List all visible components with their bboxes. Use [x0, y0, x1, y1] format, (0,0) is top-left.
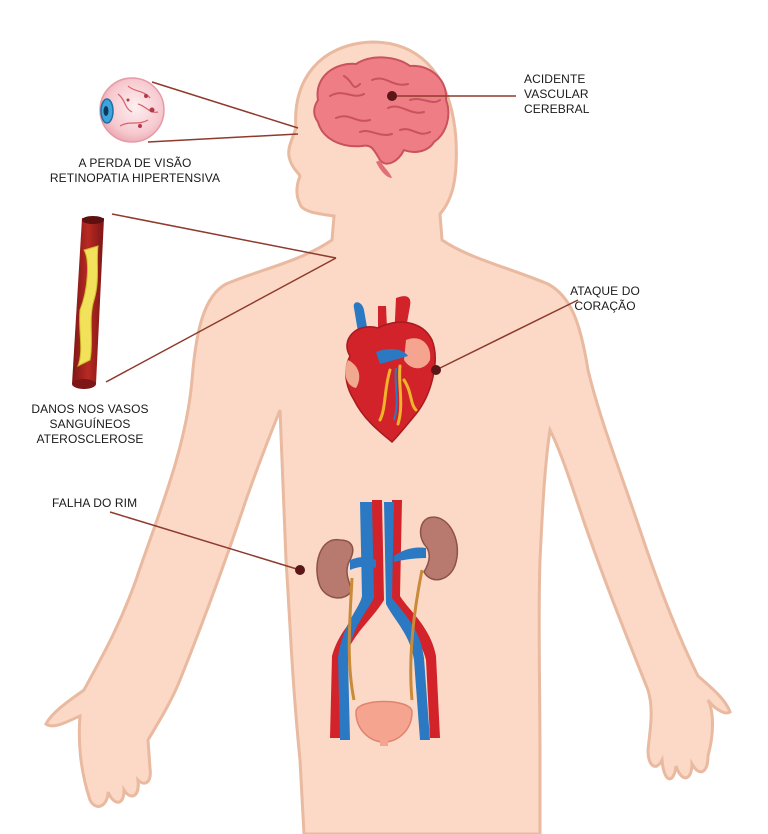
label-heart-line-1: Ataque do [570, 284, 640, 298]
label-stroke-line-3: Cerebral [524, 102, 590, 116]
bladder-icon [355, 700, 413, 746]
label-vessels-line-3: aterosclerose [36, 432, 144, 446]
major-blood-vessels [330, 500, 440, 740]
leader-lines [105, 81, 579, 575]
label-heart-line-2: coração [574, 299, 636, 313]
label-stroke-line-2: Vascular [524, 87, 589, 101]
label-stroke-line-1: Acidente [524, 72, 586, 86]
brain-icon [313, 56, 450, 178]
label-vision-line-2: Retinopatia hipertensiva [49, 171, 221, 185]
label-kidney-failure: Falha do rim [52, 496, 137, 511]
label-stroke: Acidente Vascular Cerebral [524, 72, 590, 117]
label-heart-attack: Ataque do coração [560, 284, 650, 314]
blood-vessel-icon [72, 216, 104, 389]
label-vision-line-1: A perda de visão [78, 156, 192, 170]
eye-icon [99, 77, 165, 143]
label-vessels-line-1: Danos nos vasos [31, 402, 149, 416]
label-vision-loss: A perda de visão Retinopatia hipertensiv… [30, 156, 240, 186]
kidney-icon [316, 516, 459, 599]
heart-icon [345, 296, 436, 444]
label-vessels-line-2: sanguíneos [49, 417, 131, 431]
label-kidney-line-1: Falha do rim [52, 496, 138, 510]
label-blood-vessel-damage: Danos nos vasos sanguíneos aterosclerose [20, 402, 160, 447]
